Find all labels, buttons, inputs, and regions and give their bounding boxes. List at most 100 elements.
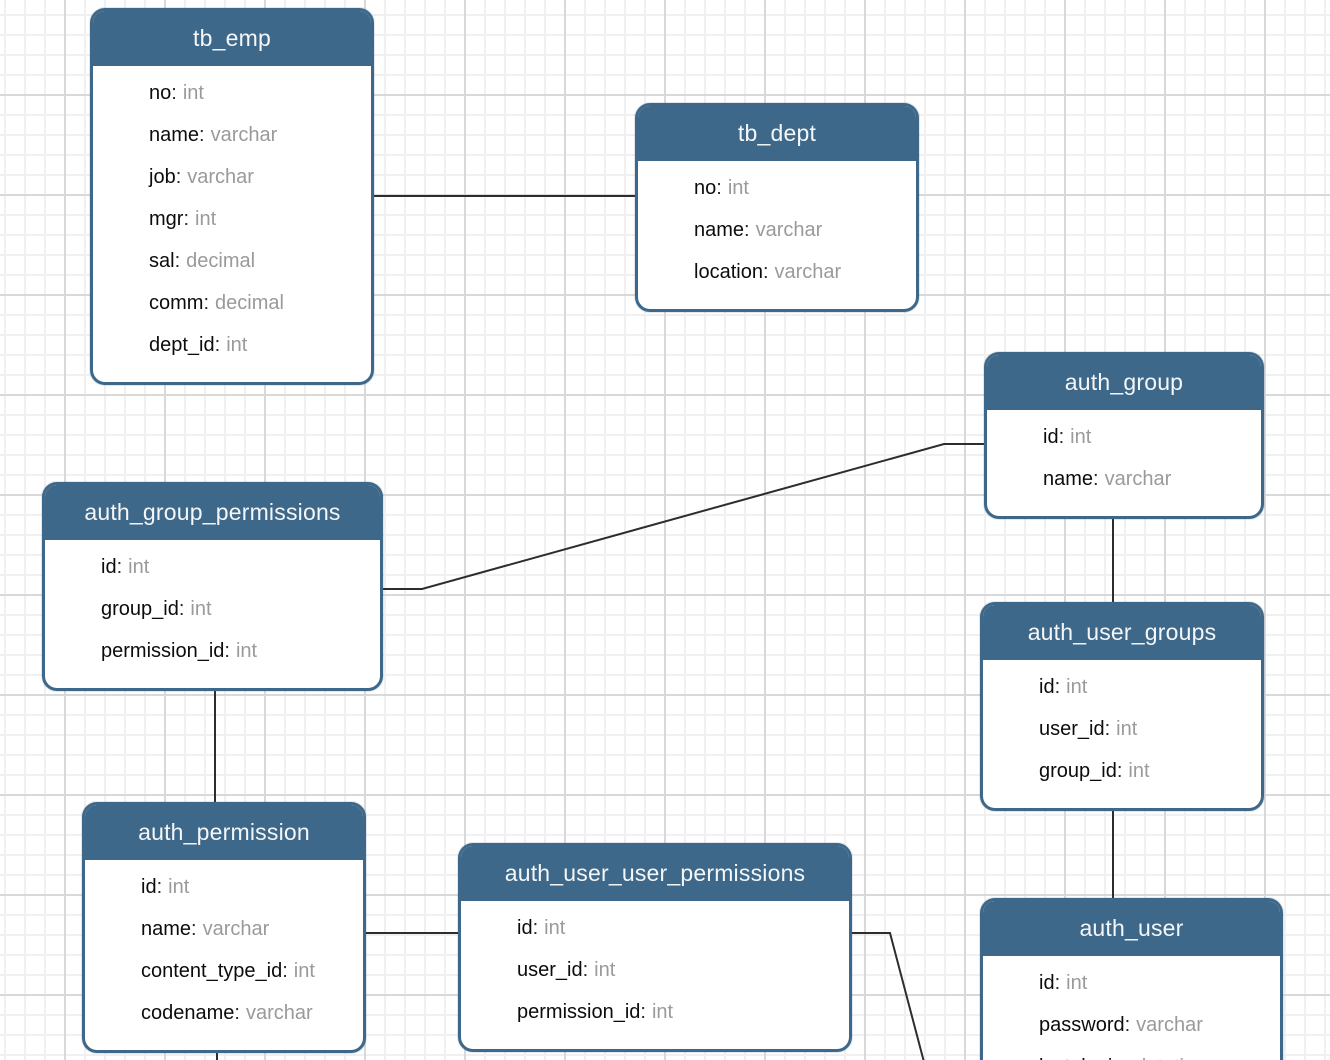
- field-name: sal: [149, 250, 180, 272]
- field-type: varchar: [210, 124, 278, 146]
- field-type: int: [190, 598, 212, 620]
- field-type: varchar: [202, 918, 270, 940]
- field-type: int: [195, 208, 217, 230]
- table-header[interactable]: auth_group: [987, 355, 1261, 410]
- field-row: job varchar: [93, 156, 371, 198]
- field-name: last_login: [1039, 1056, 1129, 1060]
- field-type: int: [1116, 718, 1138, 740]
- field-type: int: [293, 960, 315, 982]
- field-row: sal decimal: [93, 240, 371, 282]
- field-row: user_id int: [461, 949, 849, 991]
- table-auth_permission[interactable]: auth_permissionidintnamevarcharcontent_t…: [82, 802, 366, 1053]
- table-title: auth_user_groups: [1027, 619, 1217, 645]
- field-row: noint: [638, 167, 916, 209]
- table-auth_user[interactable]: auth_useridint password varchar last_login d…: [980, 898, 1283, 1060]
- table-tb_emp[interactable]: tb_empnointnamevarcharjobvarcharmgrintsa…: [90, 8, 374, 385]
- field-row: locationvarchar: [638, 251, 916, 293]
- field-type: int: [727, 177, 749, 199]
- field-row: dept_idint: [93, 324, 371, 366]
- field-name: id: [1039, 972, 1060, 994]
- table-fields: idint namevarchar: [987, 410, 1261, 516]
- field-row: permission_idint: [45, 630, 380, 672]
- table-title: auth_group: [1064, 369, 1184, 395]
- relation-auth_user_user_permissions--auth_user[interactable]: [852, 932, 925, 1060]
- table-header[interactable]: tb_emp: [93, 11, 371, 66]
- field-type: int: [594, 959, 616, 981]
- field-type: varchar: [187, 166, 254, 188]
- field-row: codenamevarchar: [85, 992, 363, 1034]
- table-auth_group_permissions[interactable]: auth_group_permissionsidintgroup_idintpe…: [42, 482, 383, 691]
- field-name: id: [101, 556, 122, 578]
- table-fields: idintnamevarcharcontent_type_idintcodena…: [85, 860, 363, 1050]
- table-auth_user_groups[interactable]: auth_user_groupsidintuser_idintgroup_idi…: [980, 602, 1264, 811]
- field-row: idint: [987, 416, 1261, 458]
- field-type: int: [1066, 972, 1088, 994]
- table-header[interactable]: auth_permission: [85, 805, 363, 860]
- field-row: noint: [93, 72, 371, 114]
- field-name: name: [141, 918, 197, 940]
- table-fields: idint password varchar last_login datetime: [983, 956, 1280, 1060]
- field-name: id: [517, 917, 538, 939]
- table-auth_group[interactable]: auth_groupidint namevarchar: [984, 352, 1264, 519]
- relation-auth_group_permissions--auth_group[interactable]: [383, 443, 984, 590]
- field-type: decimal: [215, 292, 284, 314]
- table-title: tb_emp: [193, 25, 271, 51]
- field-row: mgrint: [93, 198, 371, 240]
- table-header[interactable]: auth_user_user_permissions: [461, 846, 849, 901]
- field-row: permission_idint: [461, 991, 849, 1033]
- table-title: auth_user: [1079, 915, 1184, 941]
- field-name: name: [149, 124, 205, 146]
- field-type: decimal: [186, 250, 256, 272]
- field-name: id: [1043, 426, 1064, 448]
- field-name: name: [1043, 468, 1099, 490]
- field-row: idint: [85, 866, 363, 908]
- table-fields: idintgroup_idintpermission_idint: [45, 540, 380, 688]
- field-type: int: [235, 640, 258, 662]
- table-fields: nointnamevarcharjobvarcharmgrintsaldecim…: [93, 66, 371, 382]
- table-header[interactable]: auth_user: [983, 901, 1280, 956]
- field-row: namevarchar: [93, 114, 371, 156]
- field-type: varchar: [774, 261, 842, 283]
- field-name: permission_id: [517, 1001, 646, 1023]
- field-name: comm: [149, 292, 209, 314]
- field-name: mgr: [149, 208, 189, 230]
- field-name: job: [149, 166, 181, 188]
- field-name: location: [694, 261, 769, 283]
- table-title: tb_dept: [737, 120, 817, 146]
- table-fields: nointnamevarcharlocationvarchar: [638, 161, 916, 309]
- table-title: auth_group_permissions: [84, 499, 341, 525]
- field-type: int: [128, 556, 150, 578]
- field-type: int: [1066, 676, 1088, 698]
- table-header[interactable]: auth_user_groups: [983, 605, 1261, 660]
- field-type: varchar: [1104, 468, 1172, 490]
- field-name: name: [694, 219, 750, 241]
- field-name: permission_id: [101, 640, 230, 662]
- field-row: comm decimal: [93, 282, 371, 324]
- field-row: idint: [45, 546, 380, 588]
- table-auth_user_user_permissions[interactable]: auth_user_user_permissionsidintuser_idin…: [458, 843, 852, 1052]
- table-title: auth_permission: [138, 819, 310, 845]
- field-type: int: [182, 82, 204, 104]
- table-header[interactable]: tb_dept: [638, 106, 916, 161]
- field-name: no: [694, 177, 722, 199]
- table-fields: idintuser_idintgroup_idint: [983, 660, 1261, 808]
- field-name: dept_id: [149, 334, 220, 356]
- field-name: user_id: [517, 959, 588, 981]
- field-row: namevarchar: [638, 209, 916, 251]
- table-tb_dept[interactable]: tb_deptnointnamevarcharlocationvarchar: [635, 103, 919, 312]
- field-type: datetime: [1135, 1056, 1212, 1060]
- field-type: varchar: [1136, 1014, 1203, 1036]
- field-type: int: [651, 1001, 674, 1023]
- field-name: id: [1039, 676, 1060, 698]
- table-header[interactable]: auth_group_permissions: [45, 485, 380, 540]
- field-type: int: [1070, 426, 1092, 448]
- field-row: namevarchar: [85, 908, 363, 950]
- field-row: idint: [983, 962, 1280, 1004]
- field-row: password varchar: [983, 1004, 1280, 1046]
- field-row: group_idint: [983, 750, 1261, 792]
- field-row: last_login datetime: [983, 1046, 1280, 1060]
- field-name: password: [1039, 1014, 1130, 1036]
- field-row: idint: [461, 907, 849, 949]
